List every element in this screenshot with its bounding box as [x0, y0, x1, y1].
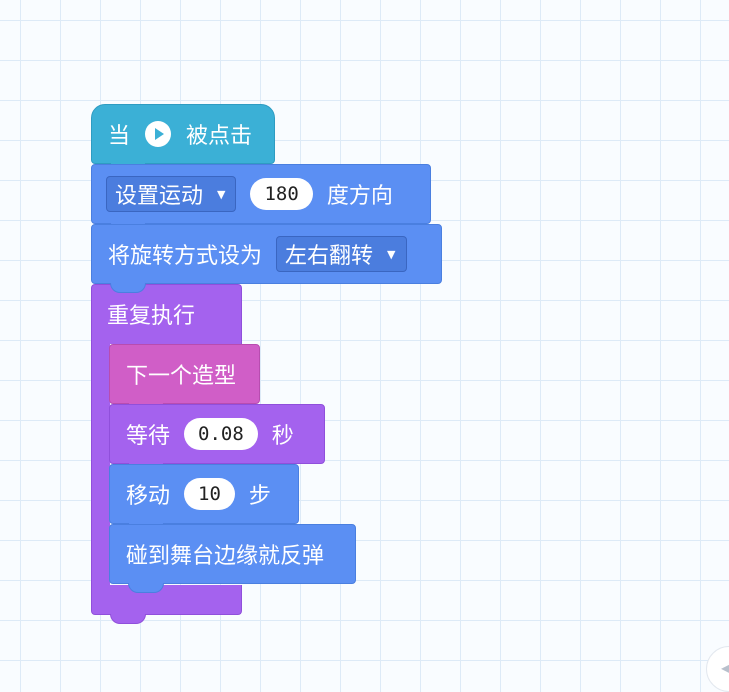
rotation-style-dropdown-value: 左右翻转 — [285, 244, 374, 269]
clicked-suffix-text: 被点击 — [186, 124, 253, 149]
block-tab — [128, 583, 164, 593]
bounce-label: 碰到舞台边缘就反弹 — [126, 544, 325, 569]
bounce-on-edge-block[interactable]: 碰到舞台边缘就反弹 — [109, 524, 356, 584]
wait-seconds-input[interactable]: 0.08 — [184, 418, 258, 450]
repeat-forever-block[interactable] — [91, 284, 242, 344]
play-circle-icon — [145, 121, 172, 147]
move-steps-block[interactable]: 移动 10 步 — [109, 464, 299, 524]
direction-suffix-text: 度方向 — [326, 184, 393, 209]
rotation-style-label: 将旋转方式设为 — [108, 244, 263, 269]
motion-mode-dropdown[interactable]: 设置运动 ▼ — [106, 176, 237, 212]
move-prefix-text: 移动 — [126, 484, 171, 509]
chevron-left-icon: ◀ — [721, 661, 729, 675]
repeat-forever-label: 重复执行 — [107, 304, 196, 329]
dropdown-caret-icon: ▼ — [387, 247, 396, 261]
repeat-forever-bottom[interactable] — [91, 585, 242, 615]
when-prefix-text: 当 — [108, 124, 131, 149]
wait-block[interactable]: 等待 0.08 秒 — [109, 404, 325, 464]
repeat-forever-bottom-tab — [110, 614, 146, 624]
dropdown-caret-icon: ▼ — [217, 187, 226, 201]
next-costume-block[interactable]: 下一个造型 — [109, 344, 260, 404]
move-steps-input[interactable]: 10 — [184, 478, 235, 510]
when-flag-clicked-block[interactable]: 当 被点击 — [91, 104, 275, 164]
block-tab — [110, 283, 146, 293]
set-rotation-style-block[interactable]: 将旋转方式设为 左右翻转 ▼ — [91, 224, 442, 284]
direction-input[interactable]: 180 — [250, 178, 313, 210]
wait-prefix-text: 等待 — [126, 424, 171, 449]
zoom-control-button[interactable]: ◀ — [706, 646, 729, 692]
motion-mode-dropdown-value: 设置运动 — [115, 184, 204, 209]
next-costume-label: 下一个造型 — [126, 364, 237, 389]
repeat-forever-arm[interactable] — [91, 343, 110, 586]
rotation-style-dropdown[interactable]: 左右翻转 ▼ — [276, 236, 407, 272]
point-in-direction-block[interactable]: 设置运动 ▼ 180 度方向 — [91, 164, 431, 224]
wait-suffix-text: 秒 — [271, 424, 294, 449]
move-suffix-text: 步 — [248, 484, 271, 509]
